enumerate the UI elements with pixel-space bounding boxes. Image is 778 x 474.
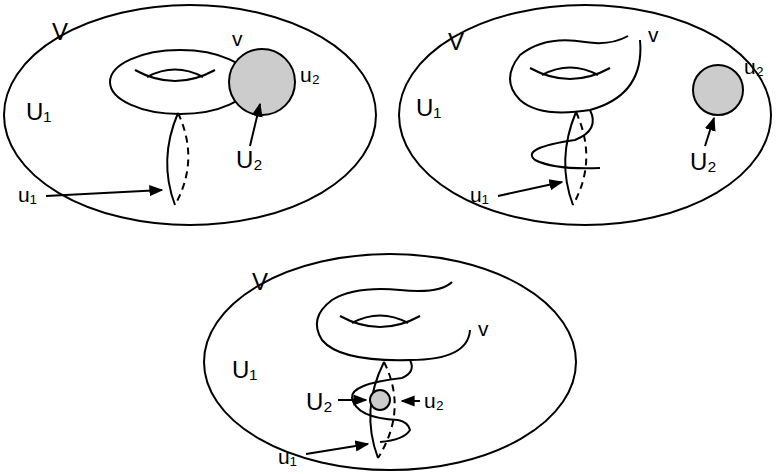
region-label: U₁ xyxy=(416,96,441,120)
region-label: U₂ xyxy=(306,390,333,414)
region-label: U₁ xyxy=(232,358,257,382)
curve-label: u₁ xyxy=(470,184,489,205)
curve-label: u₂ xyxy=(744,56,764,77)
curve-label: u₁ xyxy=(278,446,297,467)
curve-label: v xyxy=(648,24,659,45)
curve-label: u₁ xyxy=(18,184,37,205)
region-label: V xyxy=(52,20,68,44)
curve-label: u₂ xyxy=(424,390,444,411)
region-label: U₁ xyxy=(26,100,51,124)
region-label: U₂ xyxy=(236,148,263,172)
region-label: U₂ xyxy=(690,150,717,174)
curve-label: v xyxy=(478,318,489,339)
region-label: V xyxy=(252,270,268,294)
region-label: V xyxy=(448,30,464,54)
curve-label: v xyxy=(232,28,243,49)
curve-label: u₂ xyxy=(300,64,320,85)
